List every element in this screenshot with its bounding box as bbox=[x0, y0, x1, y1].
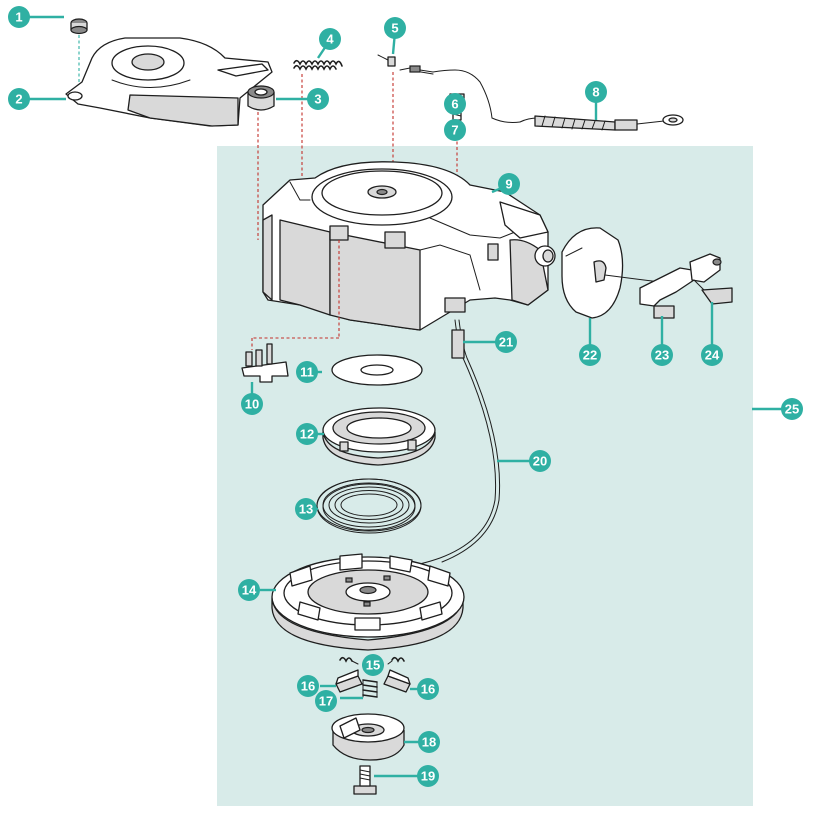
callout-14-label: 14 bbox=[242, 583, 257, 598]
part-reel bbox=[271, 553, 465, 651]
callout-13: 13 bbox=[295, 498, 317, 520]
callout-16b-label: 16 bbox=[421, 682, 435, 697]
callout-25: 25 bbox=[781, 398, 803, 420]
callout-12-label: 12 bbox=[300, 427, 314, 442]
part-grip bbox=[561, 227, 624, 319]
callout-7-label: 7 bbox=[451, 123, 458, 138]
part-cable bbox=[519, 114, 684, 131]
callout-24-label: 24 bbox=[705, 348, 720, 363]
callout-16a: 16 bbox=[297, 675, 319, 697]
callout-25-label: 25 bbox=[785, 402, 799, 417]
callout-12: 12 bbox=[296, 423, 318, 445]
callout-16b: 16 bbox=[417, 678, 439, 700]
part-lever bbox=[604, 253, 733, 319]
callout-24: 24 bbox=[701, 344, 723, 366]
callout-3-label: 3 bbox=[314, 92, 321, 107]
part-housing bbox=[262, 161, 556, 331]
callout-7: 7 bbox=[444, 119, 466, 141]
part-bracket bbox=[241, 240, 340, 383]
callout-22-label: 22 bbox=[583, 348, 597, 363]
callout-19: 19 bbox=[417, 765, 439, 787]
callout-19-label: 19 bbox=[421, 769, 435, 784]
part-clip bbox=[377, 54, 521, 123]
callout-11: 11 bbox=[296, 361, 318, 383]
callout-15-label: 15 bbox=[366, 658, 380, 673]
part-center-spring bbox=[362, 679, 378, 698]
callout-18: 18 bbox=[418, 731, 440, 753]
callout-1: 1 bbox=[8, 6, 30, 28]
callout-9-label: 9 bbox=[505, 177, 512, 192]
callout-5: 5 bbox=[384, 17, 406, 39]
part-pawl-left bbox=[335, 669, 363, 693]
part-top-cover bbox=[65, 37, 273, 127]
callout-17: 17 bbox=[315, 690, 337, 712]
part-pawl-right bbox=[383, 669, 411, 693]
callout-17-label: 17 bbox=[319, 694, 333, 709]
part-rope-guide bbox=[451, 329, 465, 359]
callout-21: 21 bbox=[495, 331, 517, 353]
callout-2: 2 bbox=[8, 88, 30, 110]
part-center-bolt bbox=[353, 765, 377, 795]
callout-3: 3 bbox=[307, 88, 329, 110]
callout-5-label: 5 bbox=[391, 21, 398, 36]
callout-13-label: 13 bbox=[299, 502, 313, 517]
part-plate bbox=[331, 354, 423, 386]
callout-11-label: 11 bbox=[300, 365, 314, 380]
part-coil-spring bbox=[316, 478, 422, 534]
part-grommet-small bbox=[70, 18, 88, 35]
part-drive-plate bbox=[331, 713, 405, 761]
callout-21-label: 21 bbox=[499, 335, 513, 350]
callout-18-label: 18 bbox=[422, 735, 436, 750]
callout-10-label: 10 bbox=[245, 397, 259, 412]
callout-4: 4 bbox=[319, 28, 341, 50]
callout-22: 22 bbox=[579, 344, 601, 366]
part-grommet-large bbox=[247, 85, 275, 111]
part-spring-case bbox=[322, 407, 436, 466]
part-pawl-springs bbox=[339, 656, 405, 665]
callout-2-label: 2 bbox=[15, 92, 22, 107]
callout-20-label: 20 bbox=[533, 454, 547, 469]
callout-15: 15 bbox=[362, 654, 384, 676]
callout-8: 8 bbox=[585, 81, 607, 103]
callout-20: 20 bbox=[529, 450, 551, 472]
callout-16a-label: 16 bbox=[301, 679, 315, 694]
callout-6: 6 bbox=[444, 93, 466, 115]
part-spring bbox=[293, 59, 343, 71]
callout-10: 10 bbox=[241, 393, 263, 415]
callout-9: 9 bbox=[498, 173, 520, 195]
callout-23-label: 23 bbox=[655, 348, 669, 363]
callout-14: 14 bbox=[238, 579, 260, 601]
callout-8-label: 8 bbox=[592, 85, 599, 100]
callout-6-label: 6 bbox=[451, 97, 458, 112]
callout-23: 23 bbox=[651, 344, 673, 366]
callout-1-label: 1 bbox=[15, 10, 22, 25]
callout-4-label: 4 bbox=[326, 32, 334, 47]
